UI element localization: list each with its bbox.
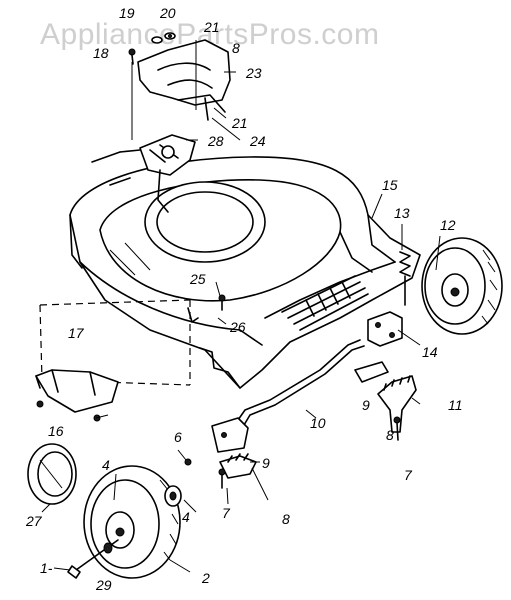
engine-control-28 — [91, 134, 196, 213]
callout-15: 15 — [382, 177, 398, 193]
callout-7-rear: 7 — [404, 467, 413, 483]
callout-23: 23 — [245, 65, 262, 81]
nut-20 — [164, 32, 176, 40]
axle-rod-10 — [237, 339, 365, 426]
callout-13: 13 — [394, 205, 410, 221]
mower-deck — [69, 156, 421, 389]
callout-2: 2 — [201, 570, 210, 586]
callout-6: 6 — [174, 429, 182, 445]
washer-19 — [151, 36, 163, 44]
callout-9-rear: 9 — [362, 397, 370, 413]
spring-13 — [399, 251, 411, 306]
callout-27: 27 — [25, 513, 43, 529]
front-flap-17 — [35, 369, 119, 413]
callout-20: 20 — [159, 5, 176, 21]
callout-11: 11 — [448, 397, 463, 413]
cable-bracket-21 — [177, 94, 226, 121]
callouts: 1- 2 4 4 6 7 7 8 8 8 9 9 10 11 12 13 14 … — [25, 5, 463, 593]
callout-8-top: 8 — [232, 40, 240, 56]
spacer-6 — [184, 458, 192, 466]
front-height-bracket — [211, 417, 249, 453]
callout-14: 14 — [422, 344, 438, 360]
hub-cap-27 — [27, 443, 77, 505]
callout-18: 18 — [93, 45, 109, 61]
callout-24: 24 — [249, 133, 266, 149]
callout-21-top: 21 — [203, 19, 220, 35]
front-wheel-2 — [83, 465, 181, 579]
callout-10: 10 — [310, 415, 326, 431]
callout-12: 12 — [440, 217, 456, 233]
callout-26: 26 — [229, 319, 246, 335]
rear-grille — [281, 275, 369, 331]
height-lever-front — [219, 453, 257, 479]
callout-25: 25 — [189, 271, 206, 287]
callout-9-front: 9 — [262, 455, 270, 471]
bolt-7-front — [218, 468, 226, 489]
bolt-7-rear — [393, 416, 401, 441]
height-lever-rear — [354, 361, 417, 433]
bolt-25 — [218, 294, 226, 311]
height-bracket-14 — [367, 311, 403, 347]
callout-17: 17 — [68, 325, 85, 341]
rear-wheel-12 — [421, 237, 503, 335]
callout-1: 1- — [40, 560, 53, 576]
screw-16a — [36, 400, 44, 408]
callout-28: 28 — [207, 133, 224, 149]
bushing-4 — [164, 485, 182, 507]
callout-7-front: 7 — [222, 505, 231, 521]
callout-16: 16 — [48, 423, 64, 439]
clip-26 — [187, 307, 199, 323]
bolt-18 — [128, 48, 136, 65]
washer-29 — [103, 542, 113, 554]
callout-8-rear: 8 — [386, 427, 394, 443]
callout-29: 29 — [95, 577, 112, 593]
callout-4-bushing: 4 — [182, 509, 190, 525]
callout-19: 19 — [119, 5, 135, 21]
callout-4-wheel: 4 — [102, 457, 110, 473]
callout-8-front: 8 — [282, 511, 290, 527]
handle-bracket-23 — [137, 39, 231, 106]
leader-lines — [41, 71, 441, 573]
callout-21-mid: 21 — [231, 115, 248, 131]
